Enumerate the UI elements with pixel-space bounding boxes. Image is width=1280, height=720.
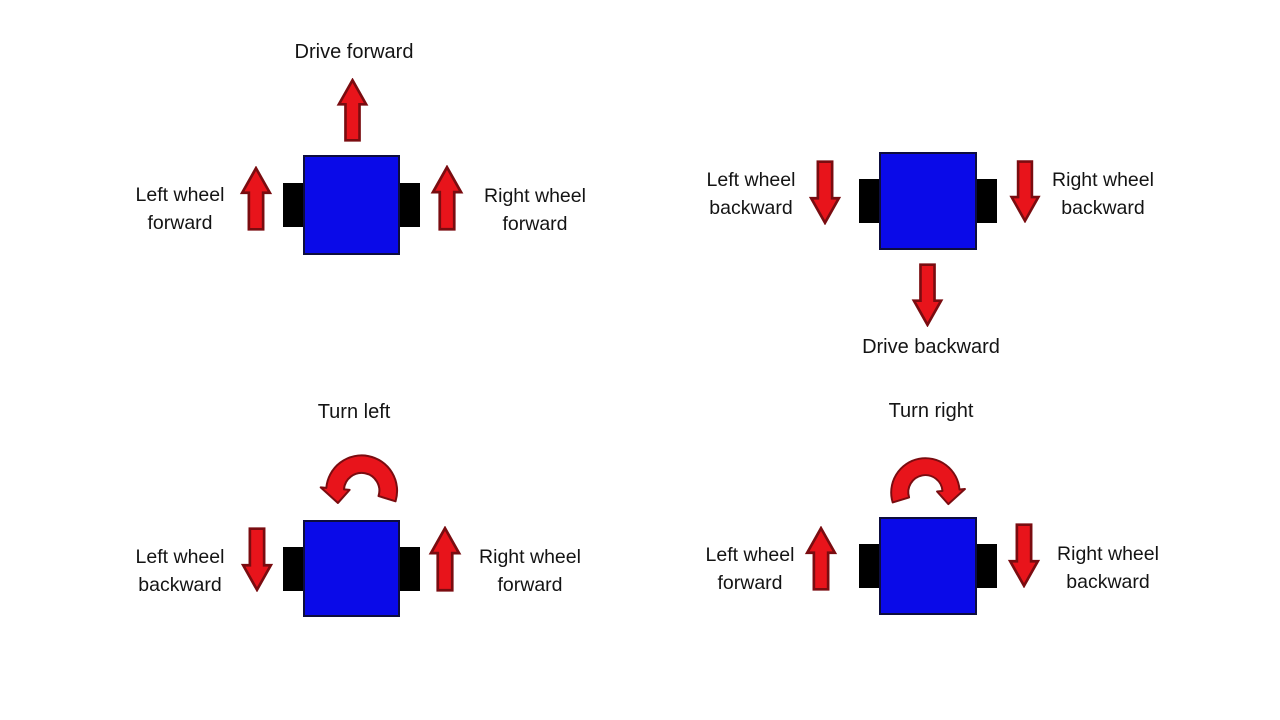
left-wheel xyxy=(859,179,879,223)
right-wheel xyxy=(977,544,997,588)
left-wheel-up-arrow-icon xyxy=(239,166,273,231)
turn-right-title: Turn right xyxy=(888,400,974,422)
robot-top-view xyxy=(859,517,997,615)
robot-top-view xyxy=(859,152,997,250)
right-wheel-up-arrow-icon xyxy=(430,165,464,231)
robot-body xyxy=(303,155,400,255)
left-wheel xyxy=(283,183,303,227)
right-wheel xyxy=(977,179,997,223)
left-wheel-label: Left wheel forward xyxy=(135,184,225,234)
right-wheel-label: Right wheel backward xyxy=(1057,543,1159,593)
robot-body xyxy=(879,517,977,615)
right-wheel-label: Right wheel backward xyxy=(1052,169,1154,219)
left-wheel xyxy=(283,546,303,591)
right-wheel-up-arrow-icon xyxy=(428,526,462,592)
right-wheel-label: Right wheel forward xyxy=(479,546,581,596)
left-wheel-down-arrow-icon xyxy=(808,160,842,225)
robot-body xyxy=(879,152,977,250)
drive-backward-title: Drive backward xyxy=(862,336,1000,358)
drive-backward-down-arrow-icon xyxy=(911,263,944,327)
right-wheel-label: Right wheel forward xyxy=(484,185,586,235)
left-wheel-label: Left wheel backward xyxy=(706,169,796,219)
right-wheel xyxy=(400,183,420,227)
right-wheel-down-arrow-icon xyxy=(1009,160,1041,223)
robot-top-view xyxy=(283,155,420,255)
left-wheel-up-arrow-icon xyxy=(804,526,838,591)
right-wheel xyxy=(400,546,420,591)
left-wheel xyxy=(859,544,879,588)
turn-right-curved-arrow-icon xyxy=(890,457,966,506)
drive-forward-up-arrow-icon xyxy=(336,78,369,142)
left-wheel-label: Left wheel forward xyxy=(705,544,795,594)
turn-left-title: Turn left xyxy=(317,401,391,423)
drive-forward-title: Drive forward xyxy=(294,41,414,63)
left-wheel-label: Left wheel backward xyxy=(135,546,225,596)
robot-body xyxy=(303,520,400,617)
turn-left-curved-arrow-icon xyxy=(319,454,399,504)
robot-top-view xyxy=(283,520,420,617)
right-wheel-down-arrow-icon xyxy=(1007,523,1041,588)
left-wheel-down-arrow-icon xyxy=(240,527,274,592)
